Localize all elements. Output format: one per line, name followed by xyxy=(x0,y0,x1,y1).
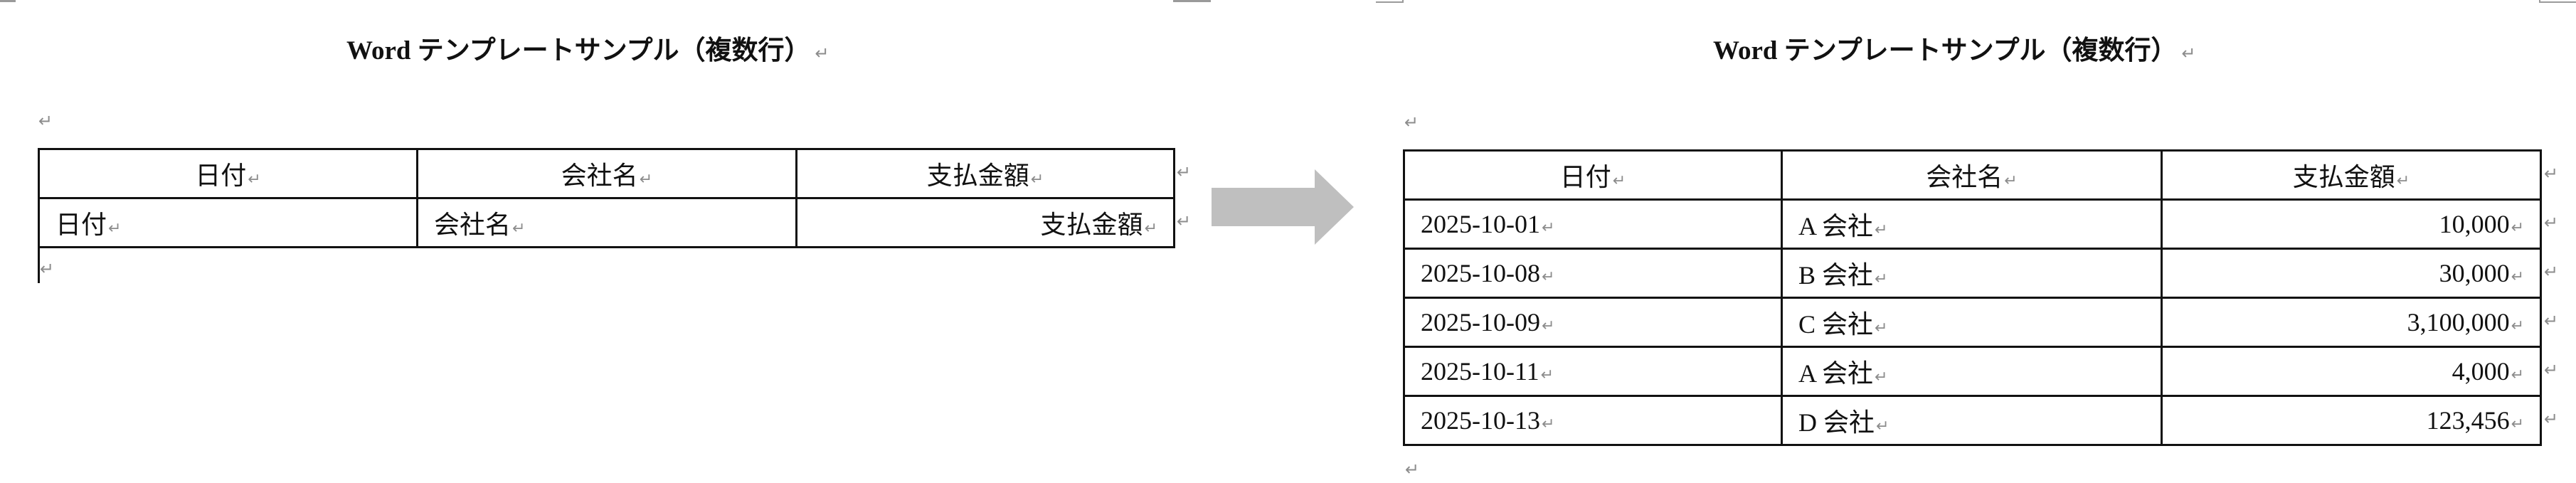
crop-mark-right-page-left-h xyxy=(1376,1,1403,3)
row-end-mark-icon: ↵ xyxy=(1177,211,1192,231)
table-row: 2025-10-01↵ A 会社↵ 10,000↵ xyxy=(1403,198,2542,250)
row-end-mark-icon: ↵ xyxy=(2544,262,2559,282)
cell-amount[interactable]: 30,000↵ xyxy=(2161,248,2542,299)
left-page-title-line: Word テンプレートサンプル（複数行）↵ xyxy=(346,33,829,70)
crop-mark-right-page-left-v xyxy=(1402,0,1404,3)
paragraph-mark-icon: ↵ xyxy=(815,43,829,63)
arrow-right-icon xyxy=(1212,169,1354,245)
left-page-title: Word テンプレートサンプル（複数行） xyxy=(346,36,811,65)
header-cell-amount[interactable]: 支払金額↵ xyxy=(795,148,1175,199)
header-cell-date[interactable]: 日付↵ xyxy=(1403,149,1783,201)
table-header-row: 日付↵ 会社名↵ 支払金額↵ xyxy=(1403,149,2542,201)
header-cell-company[interactable]: 会社名↵ xyxy=(1781,149,2163,201)
row-end-mark-icon: ↵ xyxy=(2544,360,2559,380)
header-cell-company[interactable]: 会社名↵ xyxy=(416,148,797,199)
table-row: 2025-10-11↵ A 会社↵ 4,000↵ xyxy=(1403,346,2542,397)
paragraph-mark-icon: ↵ xyxy=(40,259,55,279)
cell-company[interactable]: D 会社↵ xyxy=(1781,395,2163,446)
cell-date[interactable]: 2025-10-01↵ xyxy=(1403,198,1783,250)
left-template-table: 日付↵ 会社名↵ 支払金額↵ 日付↵ 会社名↵ 支払金額↵ xyxy=(38,148,1175,248)
table-row: 2025-10-13↵ D 会社↵ 123,456↵ xyxy=(1403,395,2542,446)
cell-date[interactable]: 2025-10-09↵ xyxy=(1403,297,1783,348)
cell-amount[interactable]: 10,000↵ xyxy=(2161,198,2542,250)
table-header-row: 日付↵ 会社名↵ 支払金額↵ xyxy=(38,148,1175,199)
crop-mark-right-page-right-v xyxy=(2539,0,2540,3)
paragraph-mark-icon: ↵ xyxy=(1405,460,1420,479)
cell-amount[interactable]: 4,000↵ xyxy=(2161,346,2542,397)
cell-date-placeholder[interactable]: 日付↵ xyxy=(38,197,418,248)
right-page-title: Word テンプレートサンプル（複数行） xyxy=(1713,36,2178,65)
cell-amount[interactable]: 3,100,000↵ xyxy=(2161,297,2542,348)
row-end-mark-icon: ↵ xyxy=(2544,311,2559,331)
cell-company[interactable]: B 会社↵ xyxy=(1781,248,2163,299)
table-row: 日付↵ 会社名↵ 支払金額↵ xyxy=(38,197,1175,248)
row-end-mark-icon: ↵ xyxy=(2544,164,2559,184)
paragraph-mark-icon: ↵ xyxy=(2181,43,2196,63)
cell-amount[interactable]: 123,456↵ xyxy=(2161,395,2542,446)
cell-amount-placeholder[interactable]: 支払金額↵ xyxy=(795,197,1175,248)
header-cell-date[interactable]: 日付↵ xyxy=(38,148,418,199)
header-cell-amount[interactable]: 支払金額↵ xyxy=(2161,149,2542,201)
right-result-table: 日付↵ 会社名↵ 支払金額↵ 2025-10-01↵ A 会社↵ 10,000↵… xyxy=(1403,149,2542,446)
cell-company[interactable]: A 会社↵ xyxy=(1781,198,2163,250)
paragraph-mark-icon: ↵ xyxy=(1404,112,1419,132)
crop-mark-left-top xyxy=(0,0,16,2)
cell-company[interactable]: A 会社↵ xyxy=(1781,346,2163,397)
row-end-mark-icon: ↵ xyxy=(2544,409,2559,429)
cell-date[interactable]: 2025-10-13↵ xyxy=(1403,395,1783,446)
cell-company[interactable]: C 会社↵ xyxy=(1781,297,2163,348)
table-row: 2025-10-08↵ B 会社↵ 30,000↵ xyxy=(1403,248,2542,299)
row-end-mark-icon: ↵ xyxy=(2544,213,2559,233)
crop-mark-left-page-right xyxy=(1173,0,1211,2)
cell-date[interactable]: 2025-10-08↵ xyxy=(1403,248,1783,299)
cell-company-placeholder[interactable]: 会社名↵ xyxy=(416,197,797,248)
row-end-mark-icon: ↵ xyxy=(1177,162,1192,182)
text-cursor xyxy=(38,246,40,283)
cell-date[interactable]: 2025-10-11↵ xyxy=(1403,346,1783,397)
table-row: 2025-10-09↵ C 会社↵ 3,100,000↵ xyxy=(1403,297,2542,348)
right-page-title-line: Word テンプレートサンプル（複数行）↵ xyxy=(1713,33,2196,70)
paragraph-mark-icon: ↵ xyxy=(38,111,53,131)
crop-mark-right-page-right-h xyxy=(2540,1,2576,3)
